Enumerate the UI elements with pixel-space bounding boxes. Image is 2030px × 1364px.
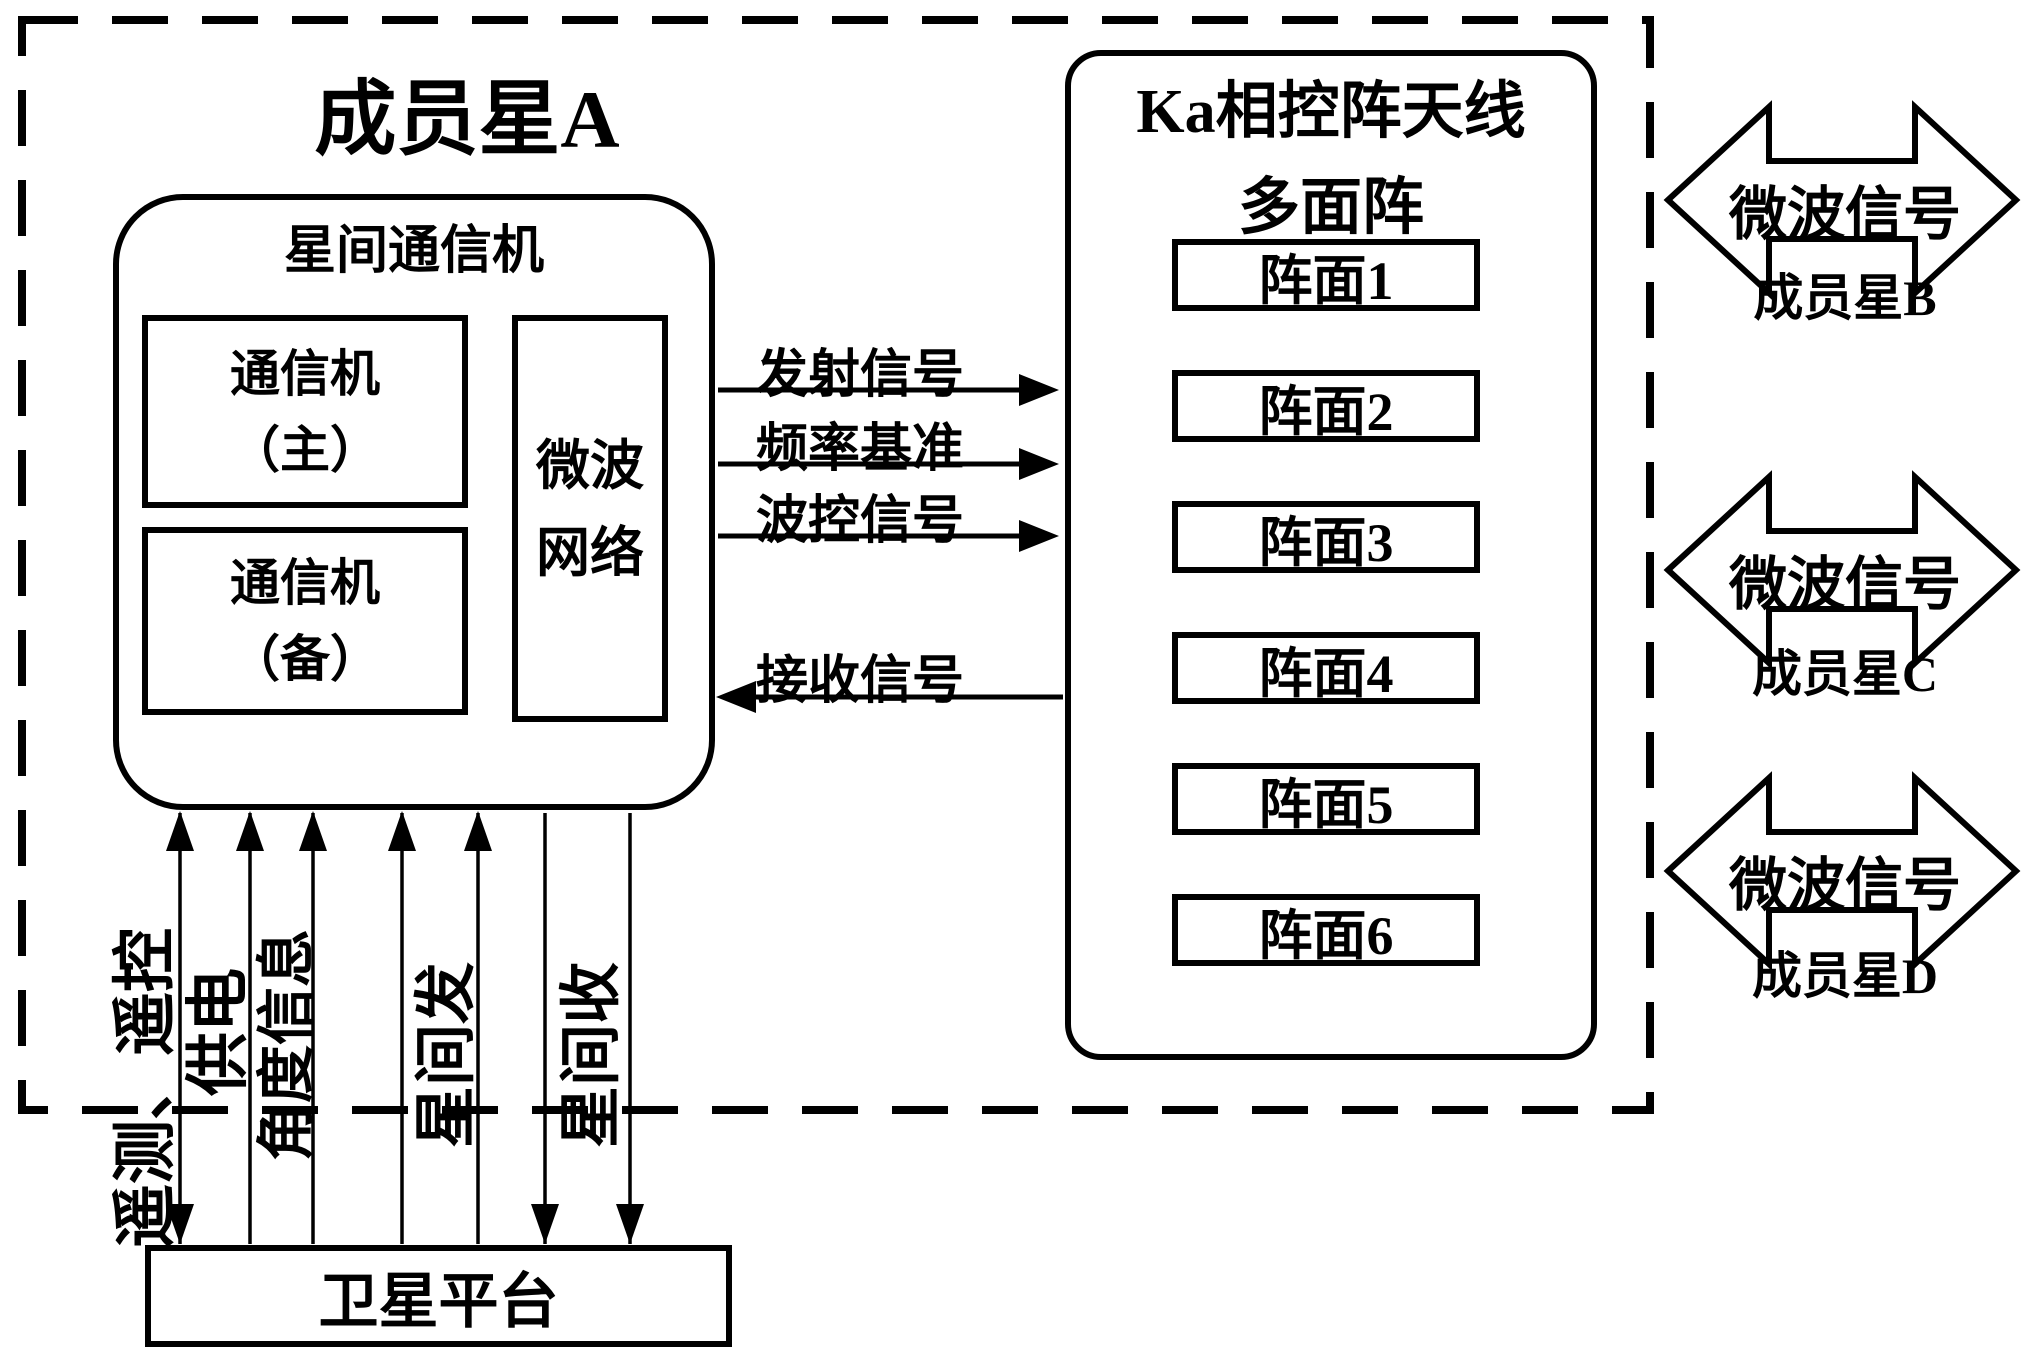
communicator-backup-box: 通信机 （备） xyxy=(142,527,468,715)
member-satellite-b-label: 成员星B xyxy=(1753,270,1937,326)
ka-antenna-box xyxy=(1065,50,1597,1060)
microwave-double-arrow-d xyxy=(1663,771,2021,971)
microwave-network-line2: 网络 xyxy=(536,522,644,583)
array-panel-1: 阵面1 xyxy=(1172,239,1480,311)
transmit-signal-label: 发射信号 xyxy=(755,347,964,404)
platform-link-lines xyxy=(178,813,632,1244)
frequency-reference-label: 频率基准 xyxy=(755,421,964,478)
microwave-network-line1: 微波 xyxy=(536,436,644,497)
beam-control-signal-arrow xyxy=(718,520,1059,552)
intersatellite-communicator-box xyxy=(113,194,715,810)
member-satellite-d-label: 成员星D xyxy=(1751,948,1939,1004)
ka-antenna-title-line1: Ka相控阵天线 xyxy=(1136,78,1526,146)
array-panel-5: 阵面5 xyxy=(1172,763,1480,835)
array-panel-3: 阵面3 xyxy=(1172,501,1480,573)
receive-signal-label: 接收信号 xyxy=(755,653,964,710)
communicator-backup-line2: （备） xyxy=(230,631,380,687)
microwave-signal-label-d: 微波信号 xyxy=(1729,853,1962,918)
communicator-backup-line1: 通信机 xyxy=(230,555,380,611)
intersatellite-communicator-label: 星间通信机 xyxy=(283,223,544,280)
frequency-reference-arrow xyxy=(718,448,1059,480)
array-panel-2: 阵面2 xyxy=(1172,370,1480,442)
satellite-a-dashed-border xyxy=(18,16,1654,1114)
communicator-main-box: 通信机 （主） xyxy=(142,315,468,508)
platform-link-down-arrowheads xyxy=(166,1204,644,1244)
satellite-a-title: 成员星A xyxy=(314,74,620,165)
intersatellite-receive-label: 星间收 xyxy=(558,961,626,1149)
communicator-main-line2: （主） xyxy=(230,421,380,478)
intersatellite-transmit-label: 星间发 xyxy=(413,961,481,1149)
ka-antenna-title-line2: 多面阵 xyxy=(1237,174,1424,242)
communicator-main-line1: 通信机 xyxy=(230,345,380,402)
microwave-signal-label-b: 微波信号 xyxy=(1729,182,1962,247)
microwave-double-arrow-c xyxy=(1663,470,2021,670)
platform-link-up-arrowheads xyxy=(166,811,492,851)
satellite-platform-box: 卫星平台 xyxy=(145,1245,732,1347)
array-panel-6: 阵面6 xyxy=(1172,894,1480,966)
microwave-network-box: 微波 网络 xyxy=(512,315,668,722)
angle-information-label: 角度信息 xyxy=(254,928,319,1162)
beam-control-signal-label: 波控信号 xyxy=(755,493,964,550)
receive-signal-arrow xyxy=(716,681,1063,713)
transmit-signal-arrow xyxy=(718,374,1059,406)
member-satellite-c-label: 成员星C xyxy=(1751,646,1939,702)
array-panel-4: 阵面4 xyxy=(1172,632,1480,704)
microwave-double-arrow-b xyxy=(1663,100,2021,300)
microwave-signal-label-c: 微波信号 xyxy=(1729,552,1962,617)
